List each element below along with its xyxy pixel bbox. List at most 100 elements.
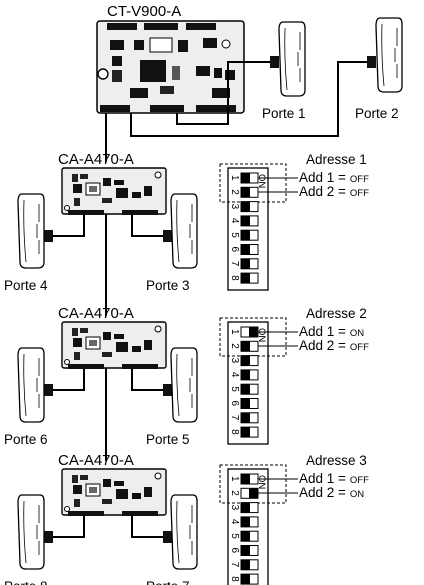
dip-knob <box>241 341 250 352</box>
address-title: Adresse 3 <box>306 453 367 468</box>
add2-line: Add 2 =OFF <box>299 338 369 353</box>
reader-porte4 <box>17 193 53 269</box>
add2-label: Add 2 = <box>299 485 346 500</box>
porte6-label: Porte 6 <box>4 432 48 447</box>
dip-knob <box>241 474 250 484</box>
add1-line: Add 1 = ON <box>299 324 364 339</box>
porte2-label: Porte 2 <box>355 106 399 121</box>
dip-number: 7 <box>229 261 240 267</box>
add1-line: Add 1 = OFF <box>299 471 369 486</box>
address-title: Adresse 2 <box>306 306 367 321</box>
dip-knob <box>241 258 250 269</box>
dip-number: 3 <box>229 358 240 364</box>
dip-number: 8 <box>229 275 240 281</box>
wiring <box>52 369 164 391</box>
module-label: CA-A470-A <box>58 151 134 168</box>
dip-number: 8 <box>229 429 240 435</box>
reader-porte1 <box>270 21 306 97</box>
porte7-label: Porte 7 <box>146 579 190 585</box>
dip-knob <box>241 574 250 585</box>
dip-number: 1 <box>229 175 240 181</box>
dip-knob <box>241 398 250 409</box>
wiring <box>52 215 164 237</box>
dip-knob <box>241 531 250 542</box>
reader-porte7 <box>163 494 198 570</box>
reader-porte2 <box>367 17 403 93</box>
add1-value: ON <box>350 328 364 339</box>
dip-knob <box>241 545 250 556</box>
dip-knob <box>241 215 250 226</box>
dip-number: 4 <box>229 218 240 224</box>
dip-number: 4 <box>229 372 240 378</box>
dip-on-label: ON <box>256 475 267 489</box>
dip-number: 3 <box>229 505 240 511</box>
wiring <box>105 61 368 461</box>
address-title: Adresse 1 <box>306 152 367 167</box>
dip-knob <box>249 488 258 499</box>
dip-number: 1 <box>229 329 240 335</box>
leader-lines <box>258 331 298 347</box>
dip-knob <box>241 273 250 284</box>
dip-number: 2 <box>229 490 240 496</box>
dip-number: 6 <box>229 247 240 253</box>
module-board <box>61 468 167 517</box>
reader-porte6 <box>17 347 53 423</box>
dip-knob <box>241 412 250 423</box>
dip-on-label: ON <box>256 174 267 188</box>
porte8-label: Porte 8 <box>4 579 48 585</box>
dip-knob <box>241 384 250 395</box>
dip-knob <box>241 427 250 438</box>
dip-on-label: ON <box>256 328 267 342</box>
dip-knob <box>241 502 250 513</box>
porte1-label: Porte 1 <box>262 106 306 121</box>
porte3-label: Porte 3 <box>146 278 190 293</box>
dip-number: 6 <box>229 401 240 407</box>
dip-knob <box>241 369 250 380</box>
reader-porte3 <box>163 193 198 269</box>
dip-number: 1 <box>229 476 240 482</box>
reader-porte5 <box>163 347 198 423</box>
module-board <box>61 167 167 216</box>
dip-number: 2 <box>229 343 240 349</box>
add2-value: OFF <box>350 188 369 199</box>
dip-knob <box>241 173 250 183</box>
controller-label: CT-V900-A <box>107 3 181 20</box>
add1-line: Add 1 =OFF <box>299 170 369 185</box>
leader-lines <box>258 177 298 193</box>
dip-number: 6 <box>229 548 240 554</box>
dip-knob <box>241 230 250 241</box>
dip-number: 4 <box>229 519 240 525</box>
dip-knob <box>241 559 250 570</box>
dip-knob <box>241 355 250 366</box>
dip-number: 5 <box>229 232 240 238</box>
add2-line: Add 2 =OFF <box>299 184 369 199</box>
leader-lines <box>258 478 298 494</box>
dip-knob <box>249 327 258 337</box>
add1-label: Add 1 = <box>299 324 346 339</box>
porte4-label: Porte 4 <box>4 278 48 293</box>
porte5-label: Porte 5 <box>146 432 190 447</box>
add2-line: Add 2 = ON <box>299 485 364 500</box>
dip-number: 3 <box>229 204 240 210</box>
add2-value: ON <box>350 489 364 500</box>
module-board <box>61 321 167 370</box>
dip-knob <box>241 244 250 255</box>
dip-number: 5 <box>229 533 240 539</box>
dip-number: 5 <box>229 386 240 392</box>
module-label: CA-A470-A <box>58 452 134 469</box>
wiring <box>52 516 164 538</box>
add1-label: Add 1 = <box>299 471 346 486</box>
dip-knob <box>241 187 250 198</box>
add2-label: Add 2 = <box>299 338 346 353</box>
dip-number: 7 <box>229 562 240 568</box>
add1-value: OFF <box>350 475 369 486</box>
dip-knob <box>241 516 250 527</box>
add1-value: OFF <box>350 174 369 185</box>
